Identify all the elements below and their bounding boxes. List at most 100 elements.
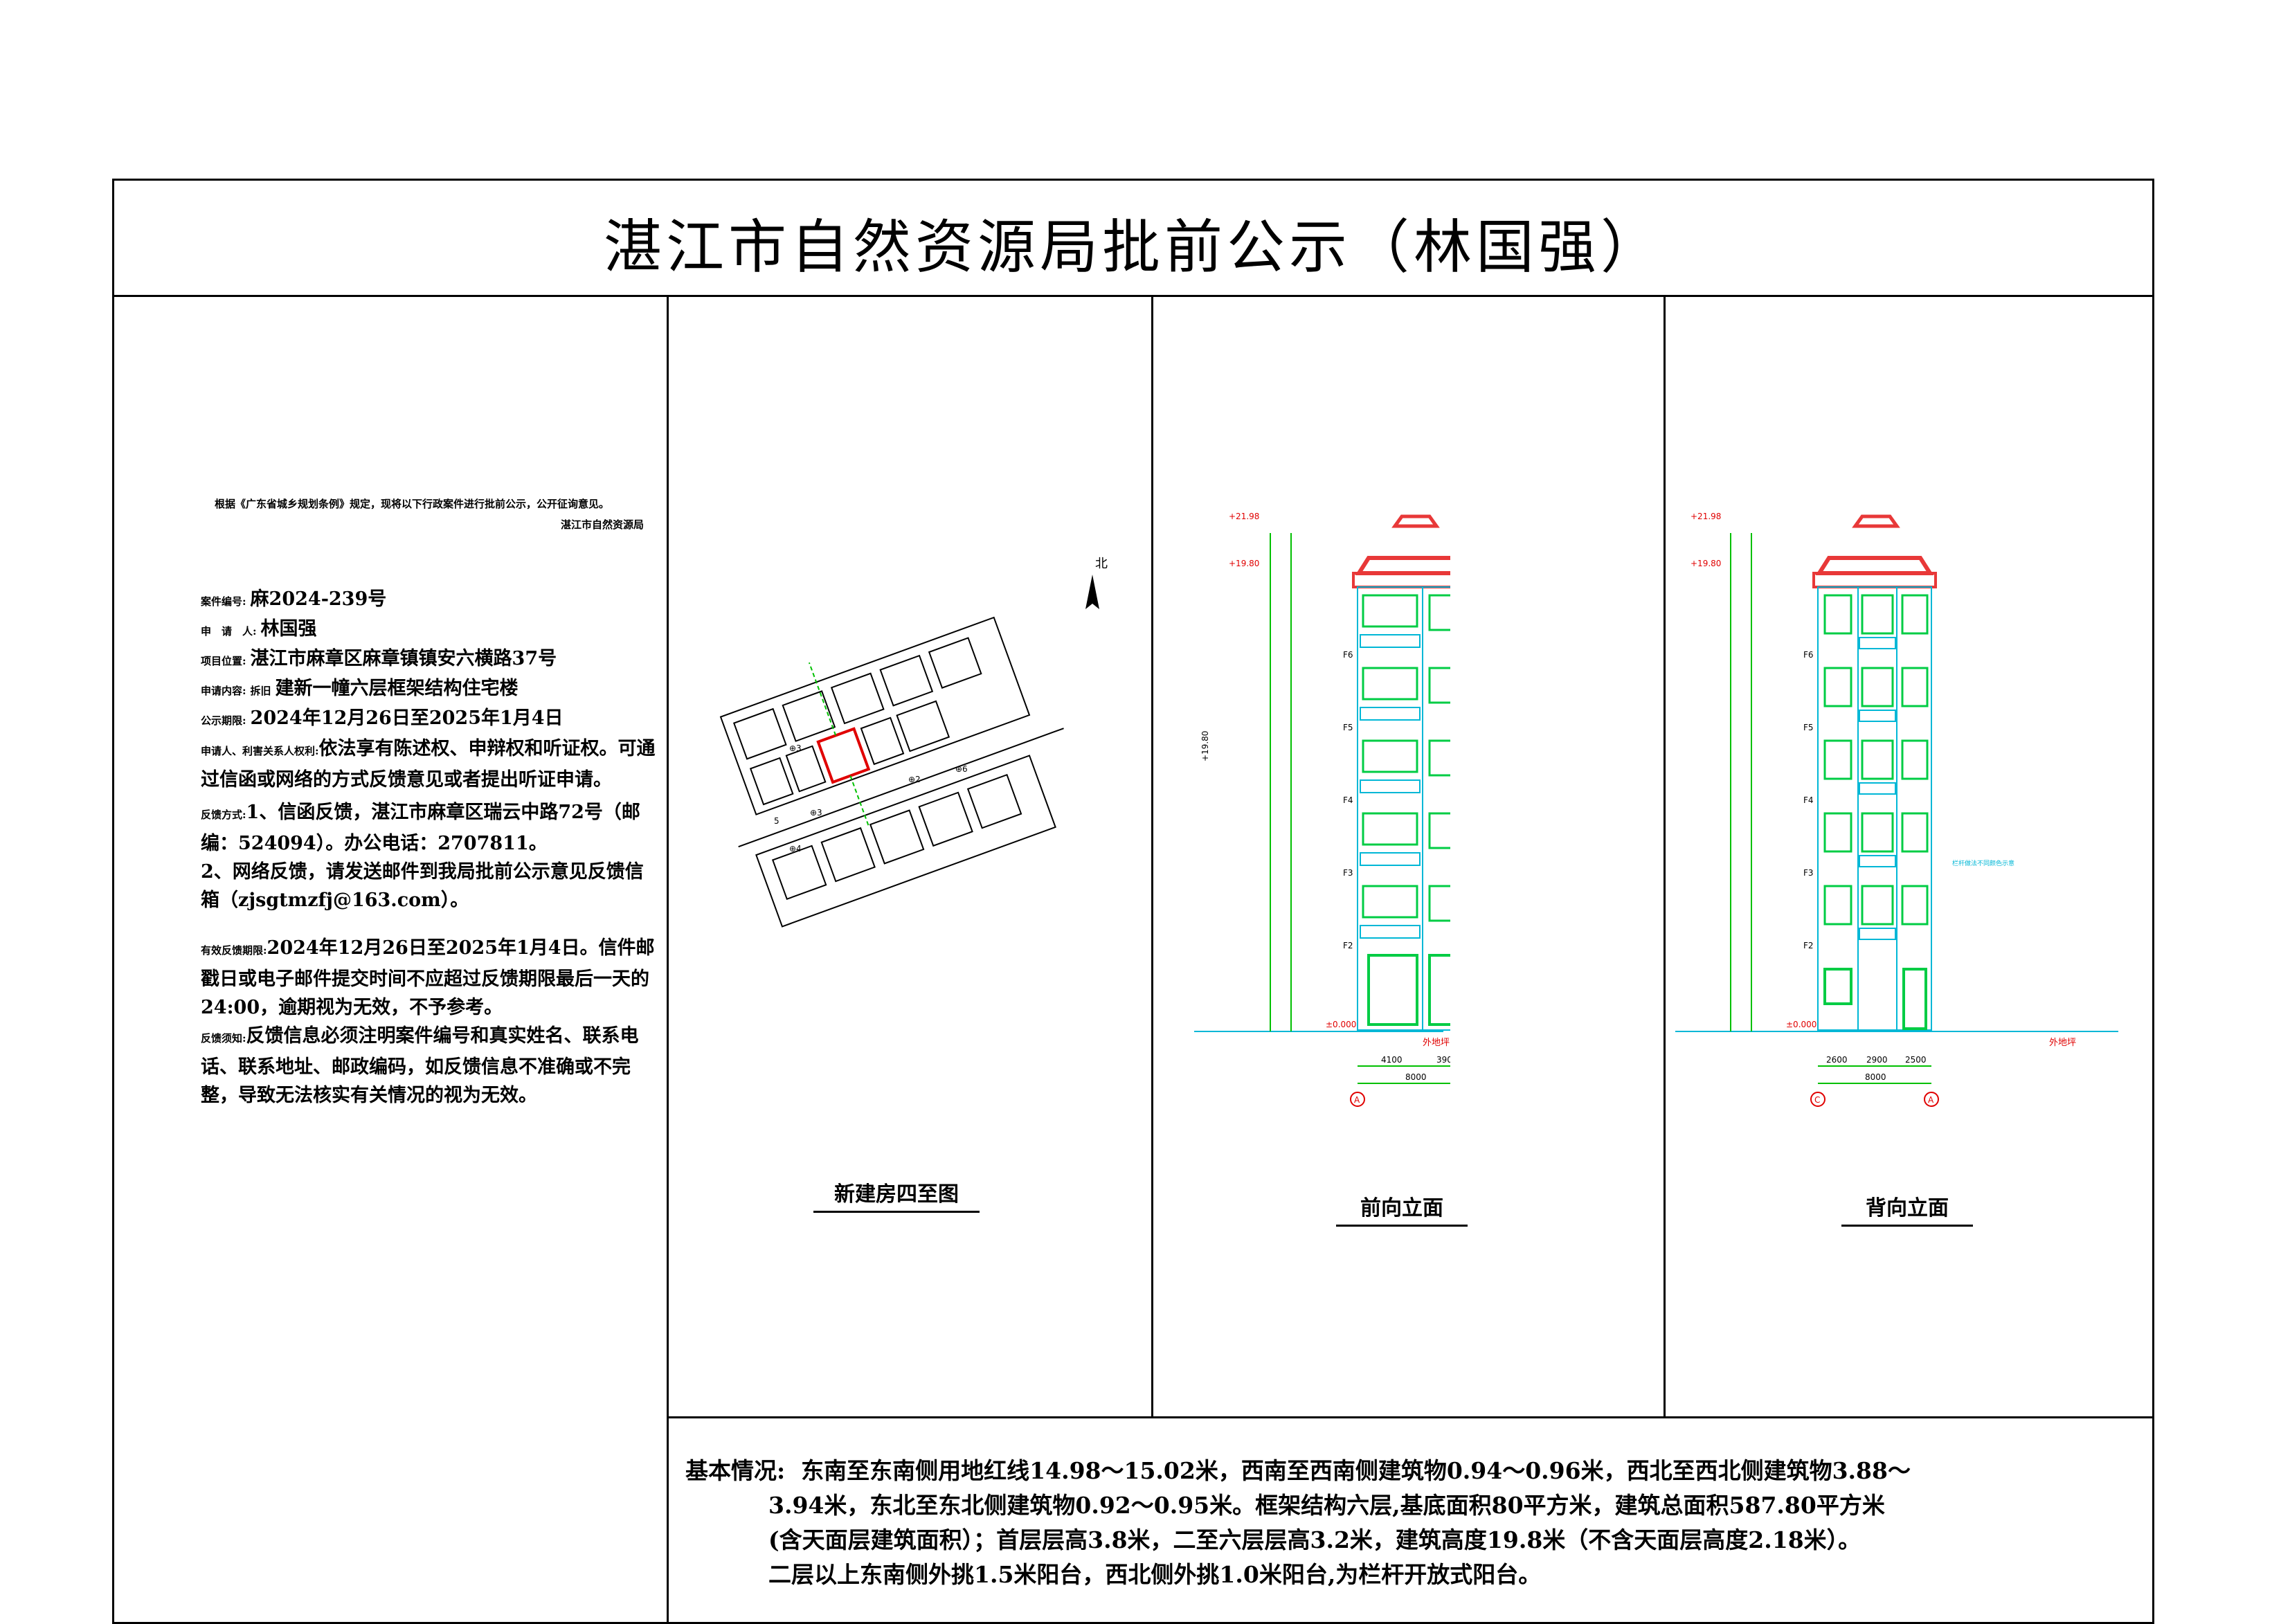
method-2: 2、网络反馈，请发送邮件到我局批前公示意见反馈信箱（zjsgtmzfj@163.… (201, 861, 644, 911)
front-floors (1360, 594, 1450, 939)
balcony-railing (1360, 852, 1421, 866)
balcony-railing (1859, 782, 1896, 795)
valid-row: 有效反馈期限:2024年12月26日至2025年1月4日。信件邮戳日或电子邮件提… (201, 937, 655, 1018)
balcony-railing (1859, 710, 1896, 722)
content: 建新一幢六层框架结构住宅楼 (275, 678, 519, 699)
svg-text:F5: F5 (1343, 723, 1353, 732)
location-row: 项目位置:湛江市麻章区麻章镇镇安六横路37号 (201, 648, 557, 669)
requirements: 反馈信息必须注明案件编号和真实姓名、联系电话、联系地址、邮政编码，如反馈信息不准… (201, 1025, 639, 1106)
window (1362, 594, 1418, 628)
window (1901, 667, 1929, 707)
svg-text:栏杆做法不同颜色示意: 栏杆做法不同颜色示意 (1952, 859, 2014, 867)
window (1362, 739, 1418, 773)
svg-text:A: A (1354, 1095, 1360, 1105)
svg-text:F3: F3 (1343, 868, 1353, 878)
svg-text:外地坪: 外地坪 (1423, 1038, 1450, 1048)
rights: 依法享有陈述权、申辩权和听证权。可通过信函或网络的方式反馈意见或者提出听证申请。 (201, 738, 656, 791)
column-divider-1 (667, 295, 669, 1624)
svg-text:±0.000: ±0.000 (1786, 1020, 1816, 1029)
svg-text:F2: F2 (1343, 941, 1353, 950)
front-elevation-caption: 前向立面 (1336, 1191, 1468, 1227)
case-number: 麻2024-239号 (250, 588, 387, 610)
window (1428, 594, 1450, 631)
svg-text:⊕4: ⊕4 (789, 844, 802, 854)
window (1823, 885, 1852, 926)
window (1901, 594, 1929, 635)
front-elevation: +19.80 +21.98 +19.80 ±0.000 外地坪 F6 F5 F4… (1194, 512, 1450, 1107)
svg-text:+19.80: +19.80 (1691, 559, 1721, 568)
title-divider (112, 295, 2154, 297)
window (1428, 667, 1450, 704)
window (1901, 739, 1929, 780)
basic-label: 基本情况: (685, 1457, 786, 1484)
window (1428, 812, 1450, 849)
window (1861, 667, 1894, 707)
window (1901, 885, 1929, 926)
window (1428, 885, 1450, 922)
svg-text:+21.98: +21.98 (1229, 512, 1259, 521)
svg-text:8000: 8000 (1865, 1072, 1886, 1082)
window (1861, 885, 1894, 926)
location: 湛江市麻章区麻章镇镇安六横路37号 (250, 648, 557, 669)
basic-line-4: 二层以上东南侧外挑1.5米阳台，西北侧外挑1.0米阳台,为栏杆开放式阳台。 (768, 1561, 1542, 1588)
window (1823, 667, 1852, 707)
window (1362, 667, 1418, 701)
svg-text:±0.000: ±0.000 (1326, 1020, 1356, 1029)
svg-text:外地坪: 外地坪 (2049, 1038, 2076, 1048)
svg-text:⊕3: ⊕3 (810, 808, 822, 818)
svg-text:F5: F5 (1803, 723, 1814, 732)
balcony-railing (1360, 707, 1421, 721)
method-1: 1、信函反馈，湛江市麻章区瑞云中路72号（邮编：524094）。办公电话：270… (201, 802, 640, 854)
basic-situation: 基本情况: 东南至东南侧用地红线14.98～15.02米，西南至西南侧建筑物0.… (685, 1454, 2125, 1592)
svg-text:⊕6: ⊕6 (955, 764, 968, 774)
balcony-railing (1360, 779, 1421, 793)
svg-text:+21.98: +21.98 (1691, 512, 1721, 521)
case-number-row: 案件编号:麻2024-239号 (201, 588, 387, 610)
svg-text:F4: F4 (1343, 795, 1353, 805)
svg-text:F3: F3 (1803, 868, 1814, 878)
back-elevation-caption: 背向立面 (1841, 1191, 1973, 1227)
svg-text:2500: 2500 (1905, 1055, 1927, 1065)
basic-line-3: (含天面层建筑面积）；首层层高3.8米，二至六层层高3.2米，建筑高度19.8米… (768, 1526, 1861, 1553)
svg-text:F4: F4 (1803, 795, 1814, 805)
balcony-railing (1859, 855, 1896, 867)
svg-text:+19.80: +19.80 (1229, 559, 1259, 568)
period: 2024年12月26日至2025年1月4日 (250, 707, 564, 729)
window (1362, 812, 1418, 846)
rights-row: 申请人、利害关系人权利:依法享有陈述权、申辩权和听证权。可通过信函或网络的方式反… (201, 738, 656, 791)
back-elevation: +21.98 +19.80 ±0.000 外地坪 F6 F5 F4 F3 F2 … (1675, 512, 2118, 1107)
svg-text:2900: 2900 (1866, 1055, 1888, 1065)
svg-text:⊕3: ⊕3 (789, 743, 802, 753)
window (1823, 739, 1852, 780)
basic-divider (667, 1416, 2154, 1418)
window (1861, 812, 1894, 853)
svg-text:3900: 3900 (1436, 1055, 1450, 1065)
balcony-railing (1360, 634, 1421, 648)
page-title: 湛江市自然资源局批前公示（林国强） (603, 213, 1663, 281)
requirements-row: 反馈须知:反馈信息必须注明案件编号和真实姓名、联系电话、联系地址、邮政编码，如反… (201, 1025, 639, 1106)
window (1823, 812, 1852, 853)
basic-line-2: 3.94米，东北至东北侧建筑物0.92～0.95米。框架结构六层,基底面积80平… (768, 1492, 1885, 1519)
svg-text:8000: 8000 (1405, 1072, 1427, 1082)
svg-text:+19.80: +19.80 (1200, 731, 1210, 761)
method-row: 反馈方式:1、信函反馈，湛江市麻章区瑞云中路72号（邮编：524094）。办公电… (201, 802, 644, 911)
svg-text:5: 5 (774, 816, 779, 826)
svg-text:C: C (1814, 1095, 1820, 1105)
intro-org: 湛江市自然资源局 (560, 518, 644, 531)
applicant-row: 申 请 人:林国强 (201, 618, 317, 640)
svg-text:北: 北 (1095, 557, 1108, 571)
period-row: 公示期限:2024年12月26日至2025年1月4日 (201, 707, 564, 729)
window (1861, 739, 1894, 780)
north-arrow: 北 (1085, 557, 1108, 609)
window (1362, 885, 1418, 919)
site-plan: 北 ⊕3 ⊕2 ⊕6 ⊕3 5 ⊕4 (719, 557, 1108, 928)
basic-line-1: 基本情况: 东南至东南侧用地红线14.98～15.02米，西南至西南侧建筑物0.… (685, 1457, 1911, 1484)
svg-text:2600: 2600 (1826, 1055, 1848, 1065)
svg-text:A: A (1928, 1095, 1934, 1105)
intro-notice: 根据《广东省城乡规划条例》规定，现将以下行政案件进行批前公示，公开征询意见。 湛… (215, 494, 658, 535)
site-plan-caption: 新建房四至图 (813, 1177, 980, 1213)
balcony-railing (1859, 928, 1896, 940)
svg-text:⊕2: ⊕2 (908, 775, 921, 784)
svg-text:F2: F2 (1803, 941, 1814, 950)
intro-text: 根据《广东省城乡规划条例》规定，现将以下行政案件进行批前公示，公开征询意见。 (215, 498, 610, 510)
